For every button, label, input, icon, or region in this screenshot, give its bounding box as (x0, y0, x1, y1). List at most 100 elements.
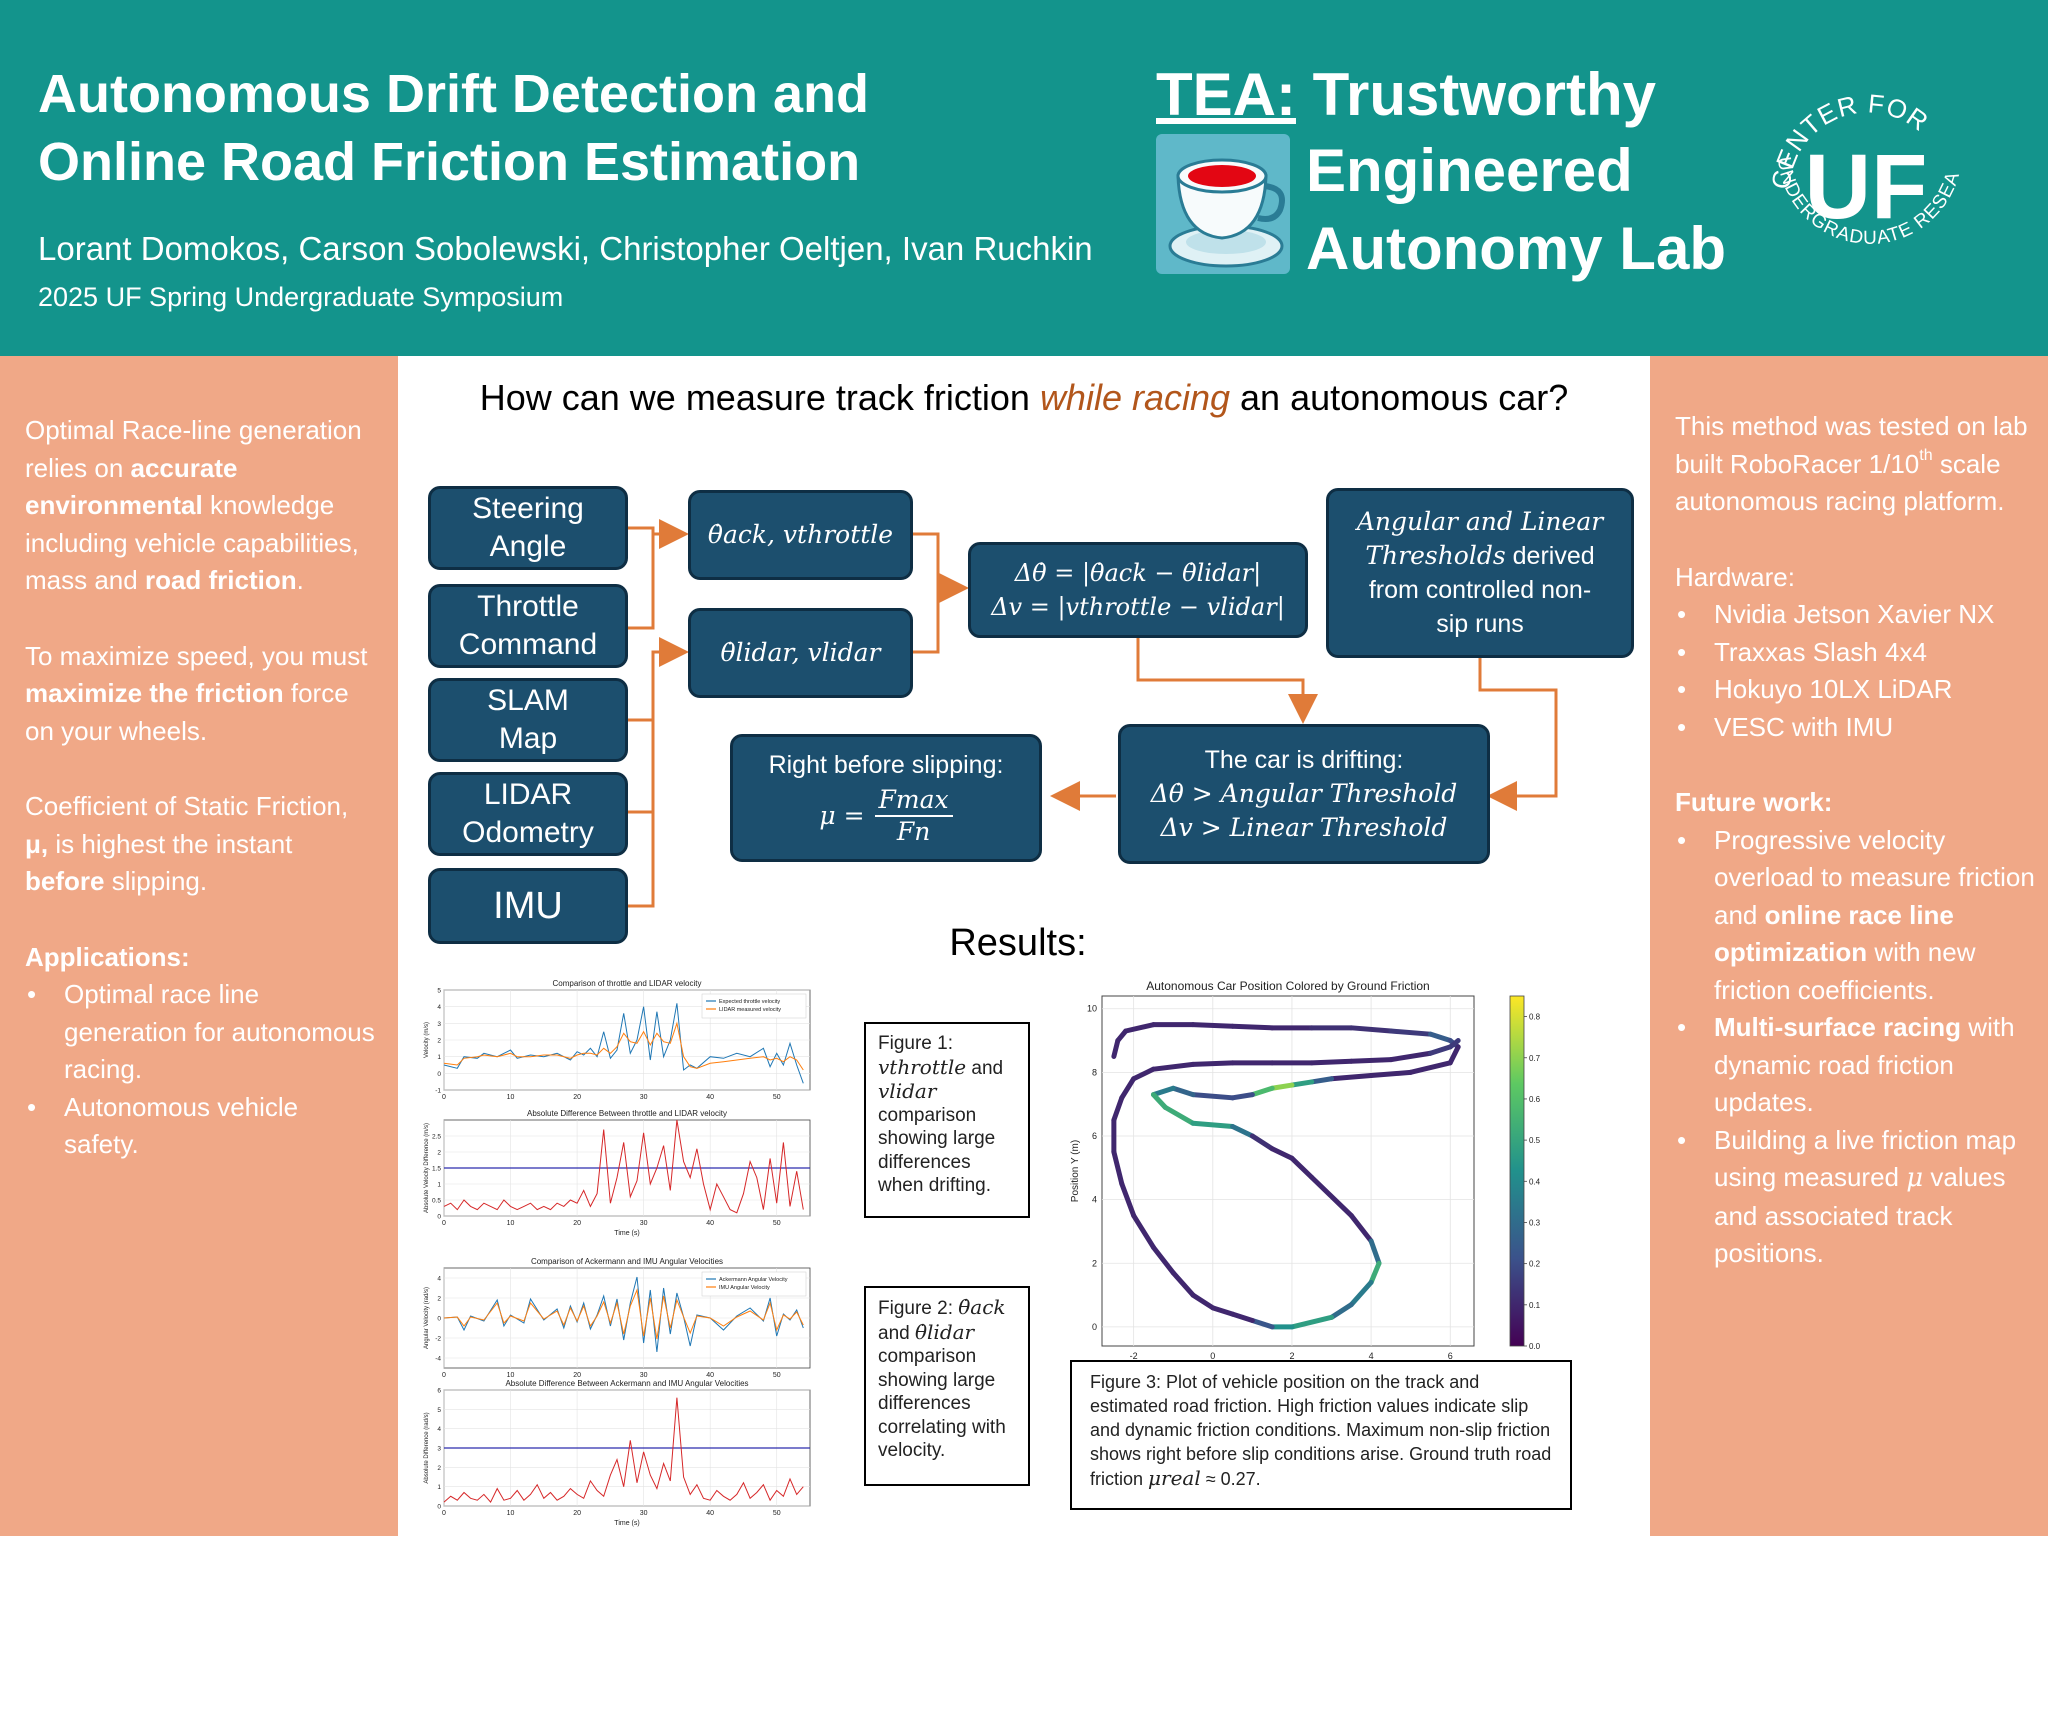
list-item: Optimal race line generation for autonom… (25, 976, 378, 1089)
legend-label: Ackermann Angular Velocity (719, 1277, 788, 1283)
x-tick-label: 0 (442, 1372, 446, 1379)
text: Angular and Linear (1356, 507, 1604, 536)
x-tick-label: -2 (1130, 1351, 1138, 1361)
text: scale autonomous racing platform. (1675, 448, 2005, 517)
friction-estimate-box: Right before slipping: μ = Fmax Fn (730, 734, 1042, 862)
track-segment (1289, 1155, 1315, 1180)
math-text: vlidar (878, 1079, 937, 1103)
track-segment (1388, 1028, 1433, 1037)
friction-position-chart: Autonomous Car Position Colored by Groun… (1070, 979, 1541, 1377)
y-tick-label: 5 (437, 1407, 441, 1414)
track-segment (1249, 1085, 1275, 1098)
applications-heading: Applications: (25, 939, 378, 977)
flow-arrows (628, 519, 1558, 908)
y-tick-label: 2 (437, 1296, 441, 1303)
text-bold: Multi-surface racing (1714, 1012, 1962, 1042)
track-segment (1289, 1079, 1315, 1088)
track-segment (1162, 1104, 1196, 1126)
y-tick-label: 1 (437, 1182, 441, 1189)
text-bold: online race line optimization (1714, 899, 1954, 968)
teacup-icon (1156, 134, 1290, 274)
chart-title: Autonomous Car Position Colored by Groun… (1146, 979, 1429, 993)
list-item: Progressive velocity overload to measure… (1675, 822, 2036, 1010)
math-text: θ̇ack (958, 1295, 1006, 1319)
track-segment (1190, 1120, 1236, 1129)
uf-undergraduate-research-logo: CENTER FOR UF UNDERGRADUATE RESEARCH (1760, 78, 1963, 249)
track-segment (1150, 1092, 1168, 1110)
text: Right before slipping: (768, 751, 1004, 779)
text: Building a live friction map using measu… (1714, 1124, 2017, 1193)
y-tick-label: 3 (437, 1021, 441, 1028)
track-segment (1329, 1302, 1354, 1320)
track-segment (1230, 1023, 1275, 1031)
text: sip runs (1436, 610, 1524, 638)
text-bold: maximize the friction (25, 678, 284, 708)
text: with dynamic road friction updates. (1714, 1012, 2015, 1117)
track-segment (1131, 1213, 1156, 1250)
x-tick-label: 50 (773, 1510, 781, 1517)
y-axis-label: Absolute Difference (rad/s) (424, 1412, 430, 1483)
y-tick-label: 4 (437, 1004, 441, 1011)
colorbar-tick-label: 0.1 (1529, 1301, 1541, 1310)
track-segment (1309, 1174, 1354, 1219)
y-tick-label: 4 (1092, 1195, 1097, 1205)
difference-equations: Δθ̇ = |θ̇ack − θ̇lidar|Δv = |vthrottle −… (968, 542, 1308, 638)
text: Angle (489, 530, 567, 563)
text-bold: road friction (144, 565, 297, 595)
y-tick-label: 6 (1092, 1131, 1097, 1141)
paragraph-static-friction: Coefficient of Static Friction, μ, is hi… (25, 788, 378, 901)
figure-1-caption: Figure 1: vthrottle and vlidar compariso… (864, 1022, 1030, 1218)
text: LIDAR (483, 778, 573, 811)
text: Figure 2: (878, 1298, 959, 1319)
text: To maximize speed, you must (25, 640, 368, 671)
highlight-text: while racing (1039, 377, 1231, 418)
heading-text: Applications: (25, 941, 190, 972)
input-imu: IMU (428, 868, 628, 944)
y-tick-label: 8 (1092, 1067, 1097, 1077)
lab-name-line-3: Autonomy Lab (1306, 215, 1726, 282)
track-segment (1427, 1044, 1453, 1056)
series-line (443, 1021, 804, 1071)
colorbar-tick-label: 0.0 (1529, 1342, 1541, 1351)
text: from controlled non- (1368, 576, 1592, 604)
x-axis-label: Time (s) (614, 1230, 639, 1237)
track-segment (1111, 1149, 1125, 1187)
applications-list: Optimal race line generation for autonom… (25, 976, 378, 1164)
track-segment (1368, 1069, 1414, 1079)
track-segment (1150, 1061, 1196, 1072)
text-bold: μ, (25, 828, 49, 859)
track-segment (1348, 1279, 1374, 1308)
track-segment (1150, 1244, 1176, 1276)
y-tick-label: 1 (437, 1484, 441, 1491)
math-text: μreal (1148, 1466, 1201, 1490)
authors: Lorant Domokos, Carson Sobolewski, Chris… (38, 230, 1093, 267)
text: Map (498, 722, 558, 755)
colorbar-tick-label: 0.8 (1529, 1013, 1541, 1022)
x-tick-label: 20 (573, 1220, 581, 1227)
text: Figure 3: Plot of vehicle position on th… (1090, 1372, 1552, 1489)
text: comparison showing large differences whe… (878, 1104, 996, 1197)
y-tick-label: 3 (437, 1446, 441, 1453)
y-tick-label: 0 (437, 1504, 441, 1511)
y-tick-label: 2 (437, 1150, 441, 1157)
x-tick-label: 40 (706, 1220, 714, 1227)
text: Progressive velocity overload to measure… (1714, 824, 2035, 930)
track-segment (1348, 1025, 1394, 1034)
list-item: Nvidia Jetson Xavier NX (1675, 596, 2036, 634)
x-tick-label: 50 (773, 1220, 781, 1227)
track-segment (1289, 1314, 1335, 1330)
mu-equals: μ = (819, 801, 865, 830)
text: This method was tested on lab built Robo… (1675, 411, 2028, 479)
figure-2-caption: Figure 2: θ̇ack and θ̇lidar comparison s… (864, 1286, 1030, 1486)
x-tick-label: 10 (507, 1510, 515, 1517)
colorbar-tick-label: 0.4 (1529, 1177, 1541, 1186)
text: How can we measure track friction (479, 377, 1040, 418)
track-segment (1230, 1092, 1255, 1101)
legend (701, 1271, 807, 1297)
math-text: θ̇lidar (914, 1319, 975, 1344)
text: values and associated track positions. (1714, 1162, 2006, 1268)
text: and (966, 1057, 1004, 1079)
text: The car is drifting: (1204, 746, 1404, 774)
velocity-comparison-chart: Comparison of throttle and LIDAR velocit… (424, 979, 811, 1101)
numerator: Fmax (874, 785, 953, 817)
